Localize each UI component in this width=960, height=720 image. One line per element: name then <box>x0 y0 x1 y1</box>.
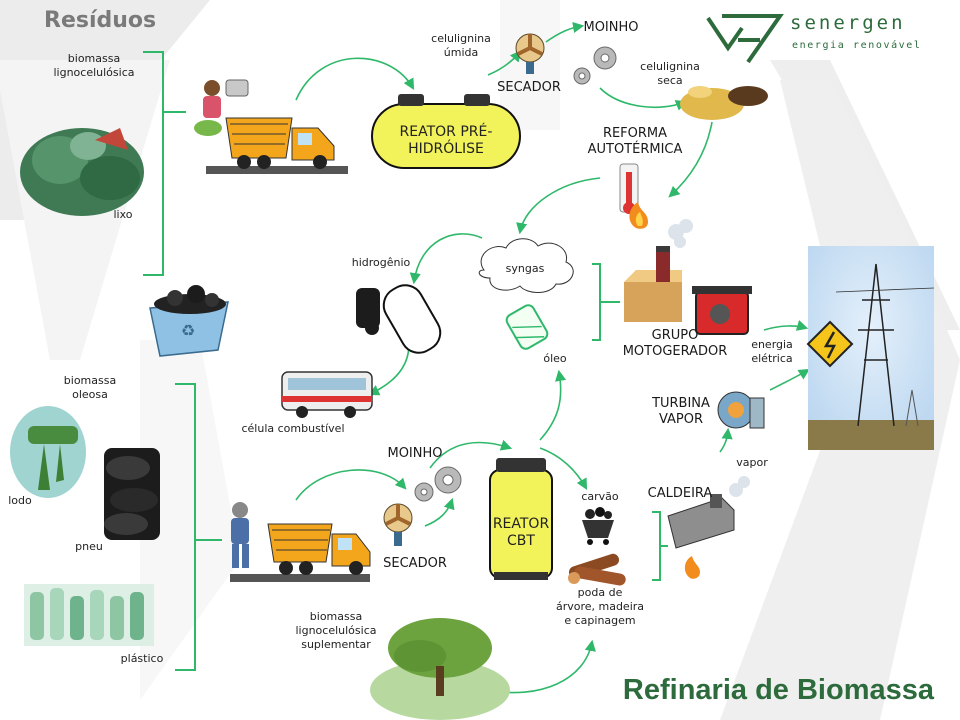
label-reator-cbt: REATOR CBT <box>492 516 550 549</box>
label-reator-pre-hidrolise: REATOR PRÉ- HIDRÓLISE <box>399 124 493 157</box>
label-lixo: lixo <box>113 208 133 221</box>
label-celula-combustivel: célula combustível <box>241 422 345 435</box>
dryer-fan-bottom-icon <box>383 503 413 546</box>
label-pneu: pneu <box>75 540 103 553</box>
high-voltage-sign-icon <box>806 320 854 368</box>
syngas-cloud-icon <box>478 238 574 293</box>
mill-gears-bottom-icon <box>414 466 462 502</box>
wood-logs-icon <box>568 553 626 586</box>
flow-arrows <box>295 21 810 694</box>
senergen-logo-icon <box>706 14 784 64</box>
smoke-top-icon <box>668 219 693 248</box>
label-reforma-autotermica: REFORMA AUTOTÉRMICA <box>587 126 683 157</box>
label-turbina-vapor: TURBINA VAPOR <box>652 396 710 427</box>
label-biomassa-suplementar: biomassa lignocelulósica suplementar <box>295 610 377 651</box>
label-oleo: óleo <box>543 352 567 365</box>
label-hidrogenio: hidrogênio <box>351 256 411 269</box>
label-biomassa-lignocelulosica: biomassa lignocelulósica <box>53 52 135 79</box>
label-poda: poda de árvore, madeira e capinagem <box>555 586 645 627</box>
factory-icon <box>624 246 682 322</box>
label-celulignina-umida: celulignina úmida <box>431 32 491 59</box>
label-moinho-bottom: MOINHO <box>387 446 443 461</box>
motor-generator-icon <box>692 286 752 335</box>
truck-top-icon <box>206 117 348 174</box>
garbage-bags-image <box>20 128 144 216</box>
tires-image <box>104 448 160 540</box>
brand-name: senergen <box>790 12 906 34</box>
label-biomassa-oleosa: biomassa oleosa <box>63 374 117 401</box>
fuel-cell-bus-icon <box>281 371 373 418</box>
mill-gears-top-icon <box>573 46 617 85</box>
footer-title: Refinaria de Biomassa <box>622 674 934 706</box>
label-celulignina-seca: celulignina seca <box>640 60 700 87</box>
plastic-bottles-image <box>24 584 154 646</box>
label-plastico: plástico <box>120 652 164 665</box>
oil-barrel-icon <box>505 304 549 350</box>
reactor-pre-hydrolysis-tank <box>371 94 521 169</box>
page-title: Resíduos <box>44 8 157 33</box>
tree-image <box>370 618 510 720</box>
label-carvao: carvão <box>581 490 619 503</box>
label-syngas: syngas <box>505 262 545 275</box>
truck-bottom-icon <box>230 523 371 582</box>
svg-text:♻: ♻ <box>181 321 195 340</box>
steam-turbine-icon <box>717 391 765 429</box>
hydrogen-cylinder-icon <box>356 284 442 354</box>
label-moinho-top: MOINHO <box>583 20 639 35</box>
boiler-icon <box>667 476 750 579</box>
input-brackets <box>143 51 668 671</box>
brand-tagline: energia renovável <box>792 40 922 51</box>
coal-cart-icon <box>582 507 614 545</box>
label-energia-eletrica: energia elétrica <box>751 338 793 365</box>
reactor-cbt-tank <box>489 458 553 580</box>
label-caldeira: CALDEIRA <box>647 486 713 501</box>
label-secador-bottom: SECADOR <box>383 556 447 571</box>
label-lodo: lodo <box>8 494 32 507</box>
label-secador-top: SECADOR <box>497 80 561 95</box>
sludge-pipe-image <box>10 406 86 498</box>
worker-bottom-icon <box>231 502 249 568</box>
dryer-fan-top-icon <box>515 33 545 74</box>
worker-top-icon <box>194 79 249 136</box>
recycle-bin-image: ♻ <box>149 285 229 357</box>
label-vapor: vapor <box>736 456 768 469</box>
label-grupo-motogerador: GRUPO MOTOGERADOR <box>622 328 728 359</box>
flame-top-icon <box>629 202 648 229</box>
dry-celulignin-pile-image <box>680 86 768 120</box>
